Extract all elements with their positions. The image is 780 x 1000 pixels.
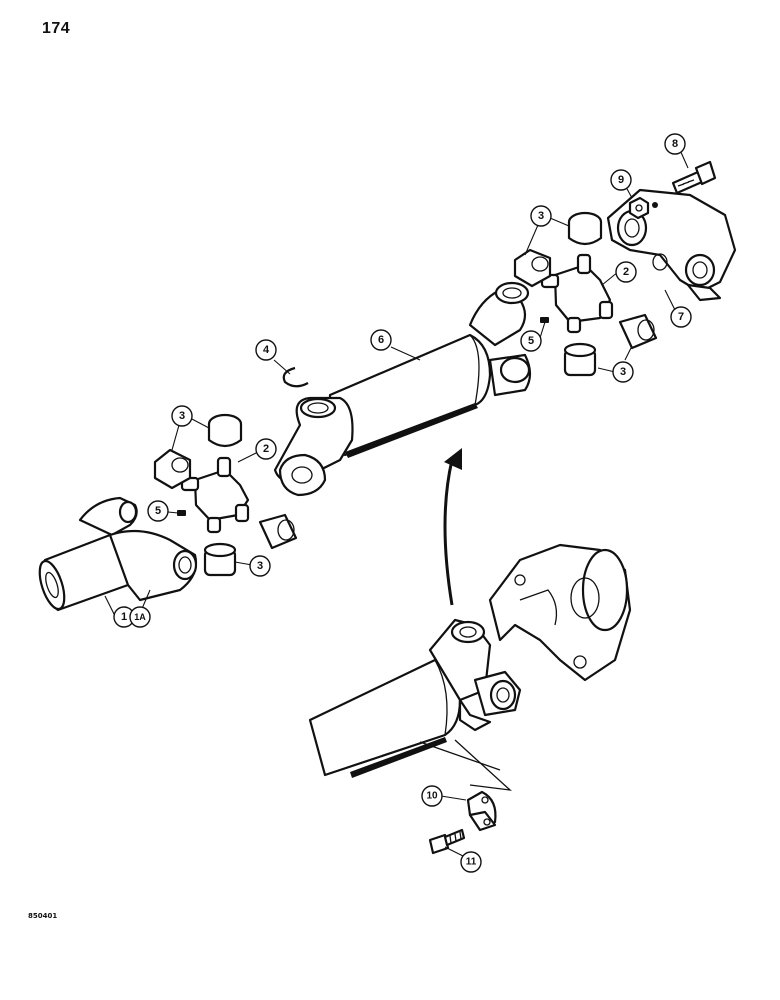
callout-5-left: 5 [147, 500, 169, 522]
callout-2-left-label: 2 [263, 443, 269, 455]
callout-9-label: 9 [618, 174, 624, 186]
callout-1a-label: 1A [134, 612, 146, 622]
callout-2-right: 2 [615, 261, 637, 283]
callout-3-left-bottom: 3 [249, 555, 271, 577]
callout-1a: 1A [129, 606, 151, 628]
bearing-cup-right-lower [618, 313, 658, 350]
needle-bearing-right-upper [513, 248, 552, 288]
grease-fitting-left [177, 510, 186, 516]
universal-joint-cross-left [180, 456, 250, 534]
callout-11-label: 11 [466, 857, 477, 868]
callout-10: 10 [421, 785, 443, 807]
flange-yoke [606, 188, 737, 302]
figure-code: 850401 [28, 912, 58, 920]
callout-3-left-top: 3 [171, 405, 193, 427]
strap-bolt [428, 828, 466, 855]
callout-5-right-label: 5 [528, 335, 534, 347]
slip-yoke [38, 496, 198, 612]
callout-8: 8 [664, 133, 686, 155]
callout-2-right-label: 2 [623, 266, 629, 278]
installed-assembly-view [308, 543, 632, 791]
callout-3-right-top-label: 3 [538, 210, 544, 222]
snap-ring [282, 366, 309, 388]
bolt [671, 160, 717, 195]
callout-2-left: 2 [255, 438, 277, 460]
bearing-cup-left-lower [258, 513, 298, 550]
callout-6: 6 [370, 329, 392, 351]
bearing-cup-right-top [567, 211, 603, 246]
callout-7: 7 [670, 306, 692, 328]
callout-3-right-top: 3 [530, 205, 552, 227]
callout-6-label: 6 [378, 334, 384, 346]
callout-11: 11 [460, 851, 482, 873]
universal-joint-cross-right [540, 253, 614, 334]
callout-5-left-label: 5 [155, 505, 161, 517]
callout-10-label: 10 [426, 791, 438, 802]
callout-3-right-bottom: 3 [612, 361, 634, 383]
callout-7-label: 7 [678, 311, 684, 323]
callout-4-label: 4 [263, 344, 270, 356]
callout-8-label: 8 [672, 138, 678, 150]
bearing-cup-left-top [207, 413, 243, 448]
needle-bearing-right-lower [563, 342, 597, 377]
strap [466, 790, 497, 832]
needle-bearing-left-upper [153, 448, 192, 490]
callout-1-label: 1 [121, 611, 127, 623]
callout-3-left-bottom-label: 3 [257, 560, 263, 572]
callout-3-left-top-label: 3 [179, 410, 185, 422]
needle-bearing-left-lower [203, 542, 237, 577]
grease-fitting-right [540, 317, 549, 323]
callout-3-right-bottom-label: 3 [620, 366, 626, 378]
driveshaft-tube [273, 281, 532, 497]
nut [628, 196, 650, 220]
callout-5-right: 5 [520, 330, 542, 352]
assembly-arrow [443, 448, 462, 606]
page-number: 174 [42, 20, 71, 37]
callout-9: 9 [610, 169, 632, 191]
callout-4: 4 [255, 339, 277, 361]
